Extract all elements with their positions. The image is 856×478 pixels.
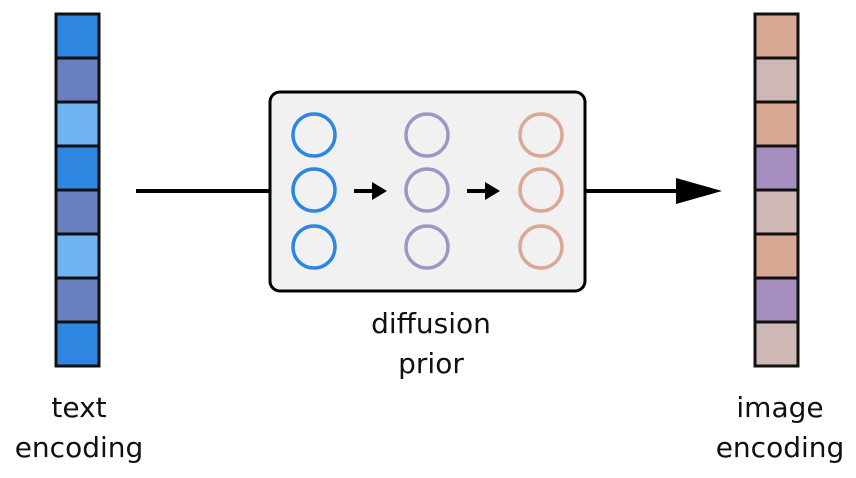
diffusion-prior-box [268,90,587,293]
text-encoding-cell-6 [54,232,101,280]
text-encoding-label-line1: text [51,391,107,424]
text-encoding-cell-3 [54,100,101,148]
text-encoding-cell-5 [54,188,101,236]
image-encoding-bar [753,12,800,368]
image-encoding-cell-7 [753,276,800,324]
prior-node-col3-row2 [518,167,564,213]
image-encoding-cell-2 [753,56,800,104]
text-encoding-label: text encoding [14,388,144,468]
text-encoding-cell-7 [54,276,101,324]
text-encoding-cell-4 [54,144,101,192]
image-encoding-cell-4 [753,144,800,192]
prior-node-col1-row2 [291,167,337,213]
prior-network [291,112,564,270]
text-encoding-cell-1 [54,12,101,60]
prior-node-col2-row2 [404,167,450,213]
text-encoding-label-line2: encoding [14,431,144,464]
inner-arrow-2 [467,182,500,200]
prior-node-col3-row3 [518,224,564,270]
image-encoding-label-line2: encoding [715,431,845,464]
image-encoding-cell-1 [753,12,800,60]
text-encoding-cell-8 [54,320,101,368]
prior-node-col2-row3 [404,224,450,270]
image-encoding-cell-3 [753,100,800,148]
diffusion-prior-label-line2: prior [398,347,464,380]
diffusion-prior-label: diffusion prior [351,304,511,384]
prior-node-col2-row1 [404,112,450,158]
output-arrow [585,178,722,204]
image-encoding-cell-6 [753,232,800,280]
image-encoding-cell-8 [753,320,800,368]
prior-node-col3-row1 [518,112,564,158]
image-encoding-label-line1: image [736,391,824,424]
prior-node-col1-row1 [291,112,337,158]
text-encoding-cell-2 [54,56,101,104]
text-encoding-bar [54,12,101,368]
image-encoding-cell-5 [753,188,800,236]
image-encoding-label: image encoding [710,388,850,468]
diffusion-prior-label-line1: diffusion [371,307,491,340]
prior-node-col1-row3 [291,224,337,270]
inner-arrow-1 [354,182,387,200]
